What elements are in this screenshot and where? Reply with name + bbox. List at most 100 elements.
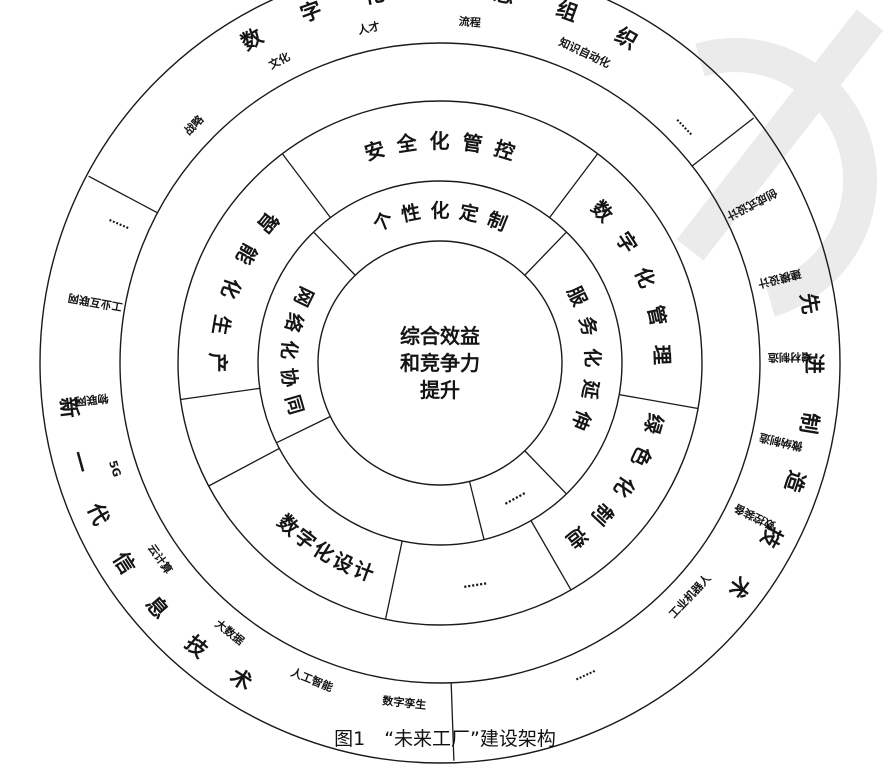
inner-sector-right-char: 伸 xyxy=(567,406,596,433)
middle-sector-right-char: 理 xyxy=(650,344,675,366)
middle-sector-left-char: 智 xyxy=(252,208,284,239)
inner-divider-c xyxy=(524,450,567,495)
middle-sector-right-char: 管 xyxy=(643,303,671,329)
outer-right-item: …… xyxy=(572,662,597,683)
outermost-ring xyxy=(39,0,841,764)
middle-sector-top-char: 全 xyxy=(394,130,419,157)
third-ring xyxy=(119,42,761,684)
outer-top-item: …… xyxy=(674,113,699,138)
outer-right-title-char: 造 xyxy=(779,468,809,497)
middle-sector-placeholder: …… xyxy=(462,573,488,591)
outer-right-item: 工业机器人 xyxy=(666,570,714,621)
outer-top-item: 流程 xyxy=(458,14,481,30)
middle-sector-bottom-right-char: 绿 xyxy=(639,411,668,438)
middle-sector-top: 安全化管控 xyxy=(362,129,519,165)
outer-left-title-char: 技 xyxy=(181,631,214,664)
middle-ring xyxy=(177,100,703,626)
inner-sector-left-char: 络 xyxy=(280,310,307,334)
middle-divider-e xyxy=(384,540,403,620)
center-text-line: 提升 xyxy=(420,378,460,402)
outer-left-item: 云计算 xyxy=(145,541,175,576)
inner-sector-right-char: 化 xyxy=(581,348,605,368)
outer-left-title-char: 信 xyxy=(108,548,141,580)
inner-divider-d xyxy=(468,481,485,540)
middle-sector-left-char: 能 xyxy=(231,240,262,270)
outer-left-title-char: 新 xyxy=(55,396,82,422)
outer-top-item: 人才 xyxy=(357,19,381,37)
outer-divider-a xyxy=(691,117,755,167)
middle-sector-top-char: 化 xyxy=(430,129,451,153)
inner-sector-top: 个性化定制 xyxy=(369,199,510,236)
outer-left-item: 数字孪生 xyxy=(382,693,427,712)
middle-divider-d xyxy=(530,520,572,591)
outer-right-title-char: 术 xyxy=(722,572,755,605)
inner-ring xyxy=(257,180,623,546)
inner-divider-e xyxy=(276,415,331,444)
middle-sector-top-char: 控 xyxy=(491,136,518,165)
outer-divider-b xyxy=(450,682,455,761)
middle-sector-right-char: 字 xyxy=(611,228,643,259)
center-text-line: 和竞争力 xyxy=(400,351,480,375)
inner-sector-placeholder: …… xyxy=(500,484,528,508)
outer-divider-c xyxy=(88,175,158,214)
diagram-labels: 综合效益和竞争力提升个性化定制服务化延伸网络化协同……安全化管控数字化管理绿色化… xyxy=(55,0,826,712)
outer-right-item: 数控装备 xyxy=(731,501,778,533)
outer-left-item: 工业互联网 xyxy=(67,291,124,314)
inner-sector-left-char: 同 xyxy=(281,393,307,417)
inner-sector-left-char: 化 xyxy=(277,339,302,360)
middle-sector-right-char: 化 xyxy=(630,264,660,293)
middle-divider-b xyxy=(549,153,599,219)
outer-top-title-char: 生 xyxy=(429,0,452,1)
inner-sector-top-char: 化 xyxy=(430,199,449,222)
outer-right-title-char: 进 xyxy=(802,353,826,376)
outer-top-title-char: 态 xyxy=(492,0,519,8)
background-watermark xyxy=(676,9,884,317)
outer-left-item: 5G xyxy=(106,459,124,479)
inner-sector-top-char: 性 xyxy=(399,200,422,226)
middle-sector-top-char: 安 xyxy=(362,136,389,165)
outer-left-title-char: 术 xyxy=(226,664,258,697)
concentric-rings xyxy=(39,0,841,764)
outer-top-title-char: 组 xyxy=(553,0,583,27)
outer-top-title-char: 化 xyxy=(362,0,389,8)
inner-sector-right-char: 服 xyxy=(563,283,592,311)
middle-divider-g xyxy=(180,387,260,401)
inner-divider-b xyxy=(524,231,567,276)
outer-top-title-char: 字 xyxy=(297,0,327,27)
outer-top-title-char: 织 xyxy=(611,23,643,55)
outer-left-title-char: 一 xyxy=(65,449,94,478)
middle-divider-c xyxy=(619,393,699,410)
outer-top-item: 文化 xyxy=(266,49,292,72)
outer-right-item: 增材制造 xyxy=(767,350,812,365)
inner-sector-left-char: 网 xyxy=(289,283,317,310)
outer-right-title-char: 制 xyxy=(795,411,822,438)
middle-sector-left-char: 生 xyxy=(208,313,235,338)
center-text-line: 综合效益 xyxy=(400,324,480,348)
outer-left-item: 大数据 xyxy=(212,616,247,647)
middle-sector-bottom-right-char: 制 xyxy=(586,499,618,531)
outer-left-item: 物联网 xyxy=(75,391,109,408)
outer-left-item: …… xyxy=(105,216,130,237)
middle-sector-bottom-right-char: 造 xyxy=(561,522,592,554)
middle-divider-f xyxy=(208,447,280,487)
outer-left-item: 人工智能 xyxy=(289,665,335,694)
outer-right-title-char: 先 xyxy=(796,291,823,317)
inner-sector-right-char: 务 xyxy=(575,314,602,339)
inner-sector-top-char: 个 xyxy=(369,208,397,236)
outer-top-title-char: 数 xyxy=(237,23,269,55)
middle-sector-left-char: 化 xyxy=(216,275,246,303)
inner-divider-a xyxy=(313,231,356,276)
middle-sector-left-char: 产 xyxy=(206,353,230,374)
outer-top-item: 知识自动化 xyxy=(556,34,613,70)
outer-left-title-char: 代 xyxy=(82,499,114,531)
sector-dividers xyxy=(88,117,755,761)
middle-sector-bottom-right-char: 化 xyxy=(608,472,640,503)
outer-left-title-char: 息 xyxy=(141,592,174,625)
outer-top-item: 战略 xyxy=(181,112,207,138)
middle-divider-a xyxy=(281,153,331,219)
